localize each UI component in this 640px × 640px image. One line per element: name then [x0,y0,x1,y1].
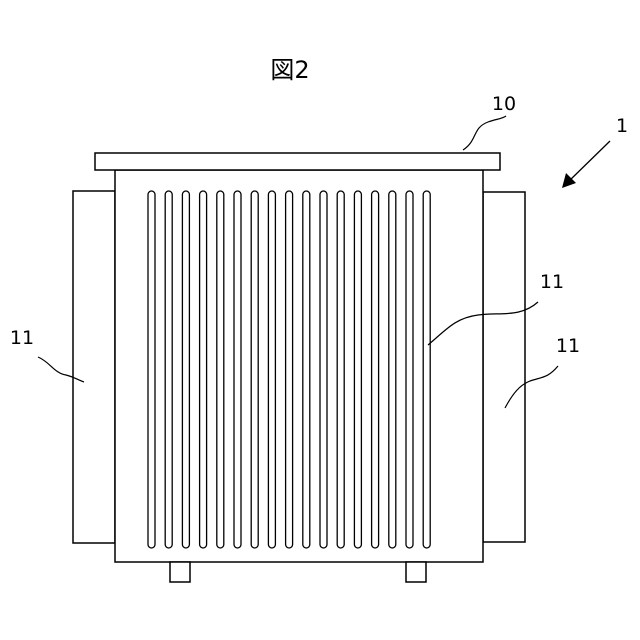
arrow-head-device [562,173,576,188]
arrow-line-device [568,141,610,182]
label-fin-left: 11 [10,327,34,349]
slot [372,191,379,548]
slot [217,191,224,548]
slot [389,191,396,548]
slot [286,191,293,548]
slot [182,191,189,548]
label-fin-center: 11 [540,271,564,293]
slot [251,191,258,548]
label-device: 1 [616,115,628,137]
slot [406,191,413,548]
label-top-plate: 10 [492,93,516,115]
slot [303,191,310,548]
slot [337,191,344,548]
right-foot [406,562,426,582]
left-foot [170,562,190,582]
right-side-panel [483,192,525,542]
slot [165,191,172,548]
label-fin-right: 11 [556,335,580,357]
slot [200,191,207,548]
slot [354,191,361,548]
figure-title: 図2 [270,56,309,84]
slot [423,191,430,548]
slot [234,191,241,548]
slot [148,191,155,548]
top-plate [95,153,500,170]
leader-line-top-plate [463,116,506,150]
left-side-panel [73,191,115,543]
slot [320,191,327,548]
slot [268,191,275,548]
